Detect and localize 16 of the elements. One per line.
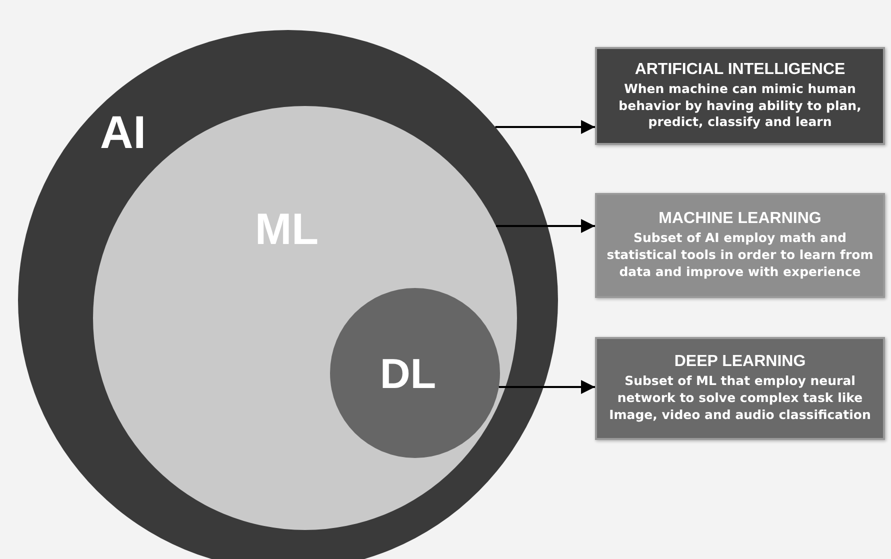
definition-card: [595, 193, 885, 298]
definition-card: [595, 337, 885, 440]
card-heading: DEEP LEARNING: [674, 353, 806, 372]
card-heading: MACHINE LEARNING: [658, 210, 822, 228]
circle-label: AI: [100, 105, 146, 159]
card-heading: ARTIFICIAL INTELLIGENCE: [634, 60, 846, 79]
circle-label: DL: [380, 350, 436, 398]
middle-circle: [93, 106, 517, 530]
arrow: [498, 380, 595, 394]
card-description: Subset of AI employ math and statistical tools in order to learn from data and improve with experience: [606, 230, 874, 281]
card-description: Subset of ML that employ neural network to solve complex task like Image, video and audio classification: [608, 373, 872, 424]
card-description: When machine can mimic human behavior by having ability to plan, predict, classify and learn: [618, 80, 862, 132]
inner-circle: [330, 288, 500, 458]
definition-card: [595, 47, 885, 145]
arrow: [496, 219, 595, 233]
arrow: [495, 120, 595, 134]
